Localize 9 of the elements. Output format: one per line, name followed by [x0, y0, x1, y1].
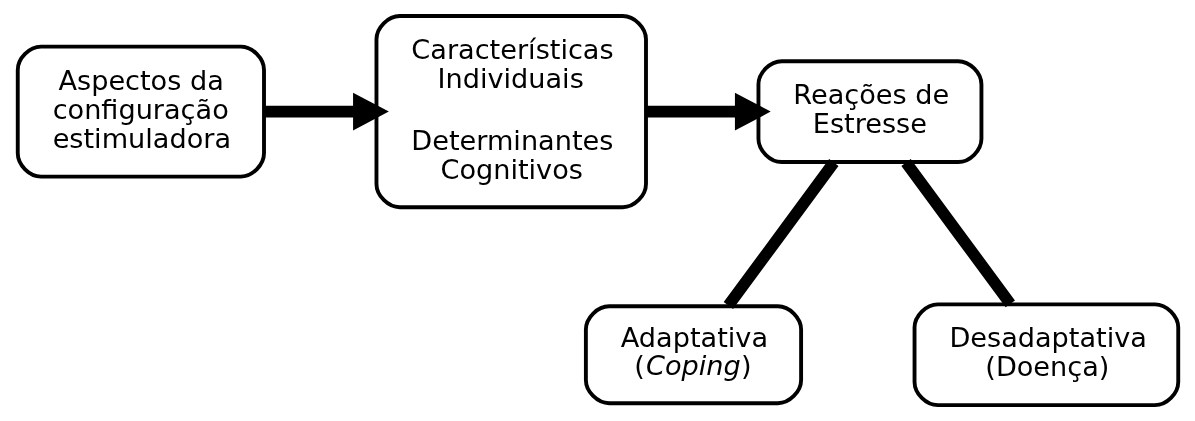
node-box: Aspectos da configuração estimuladora [15, 44, 266, 179]
connector [723, 159, 838, 309]
node-box: Desadaptativa (Doença) [912, 302, 1180, 408]
node-box: Características Individuais Determinantes Cognitivos [374, 14, 648, 210]
arrow [264, 92, 389, 131]
node-box: Adaptativa (Coping) [583, 304, 803, 406]
connector [900, 159, 1015, 308]
arrow [645, 92, 771, 131]
node-box: Reações de Estresse [756, 59, 983, 164]
